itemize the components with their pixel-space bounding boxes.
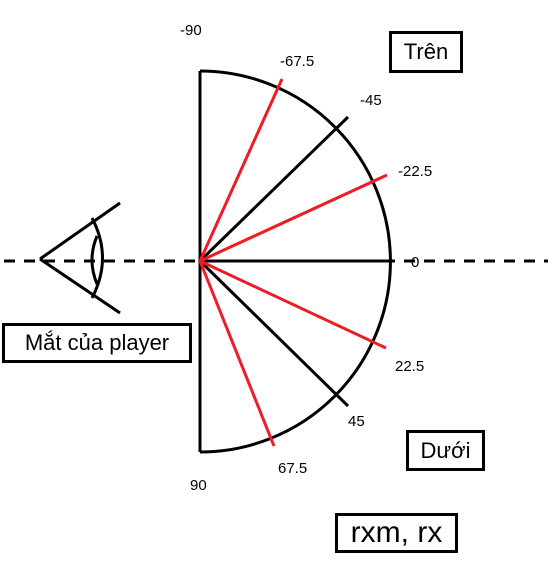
angle-label-22-5: 22.5 xyxy=(395,358,424,375)
ray-67-5 xyxy=(198,260,276,447)
angle-arc xyxy=(199,69,392,454)
angle-label-0: 0 xyxy=(411,254,419,271)
ray-45 xyxy=(198,259,350,408)
eye-label: Mắt của player xyxy=(24,330,170,355)
angle-label-minus-90: -90 xyxy=(180,22,202,39)
ray-minus-22-5 xyxy=(199,173,388,263)
ray-22-5 xyxy=(199,259,387,350)
angle-label-minus-45: -45 xyxy=(360,92,382,109)
top-label: Trên xyxy=(403,39,449,64)
eye-icon xyxy=(39,201,121,315)
variables-label: rxm, rx xyxy=(350,516,443,549)
angle-label-90: 90 xyxy=(190,477,207,494)
angle-label-minus-67-5: -67.5 xyxy=(280,53,314,70)
bottom-label-box: Dưới xyxy=(406,430,485,471)
angle-label-67-5: 67.5 xyxy=(278,460,307,477)
eye-label-box: Mắt của player xyxy=(2,323,192,363)
bottom-label: Dưới xyxy=(420,437,471,463)
angle-label-minus-22-5: -22.5 xyxy=(398,163,432,180)
top-label-box: Trên xyxy=(389,31,463,73)
ray-minus-67-5 xyxy=(198,78,284,262)
ray-minus-45 xyxy=(198,115,350,263)
angle-label-45: 45 xyxy=(348,413,365,430)
variables-label-box: rxm, rx xyxy=(335,513,458,553)
